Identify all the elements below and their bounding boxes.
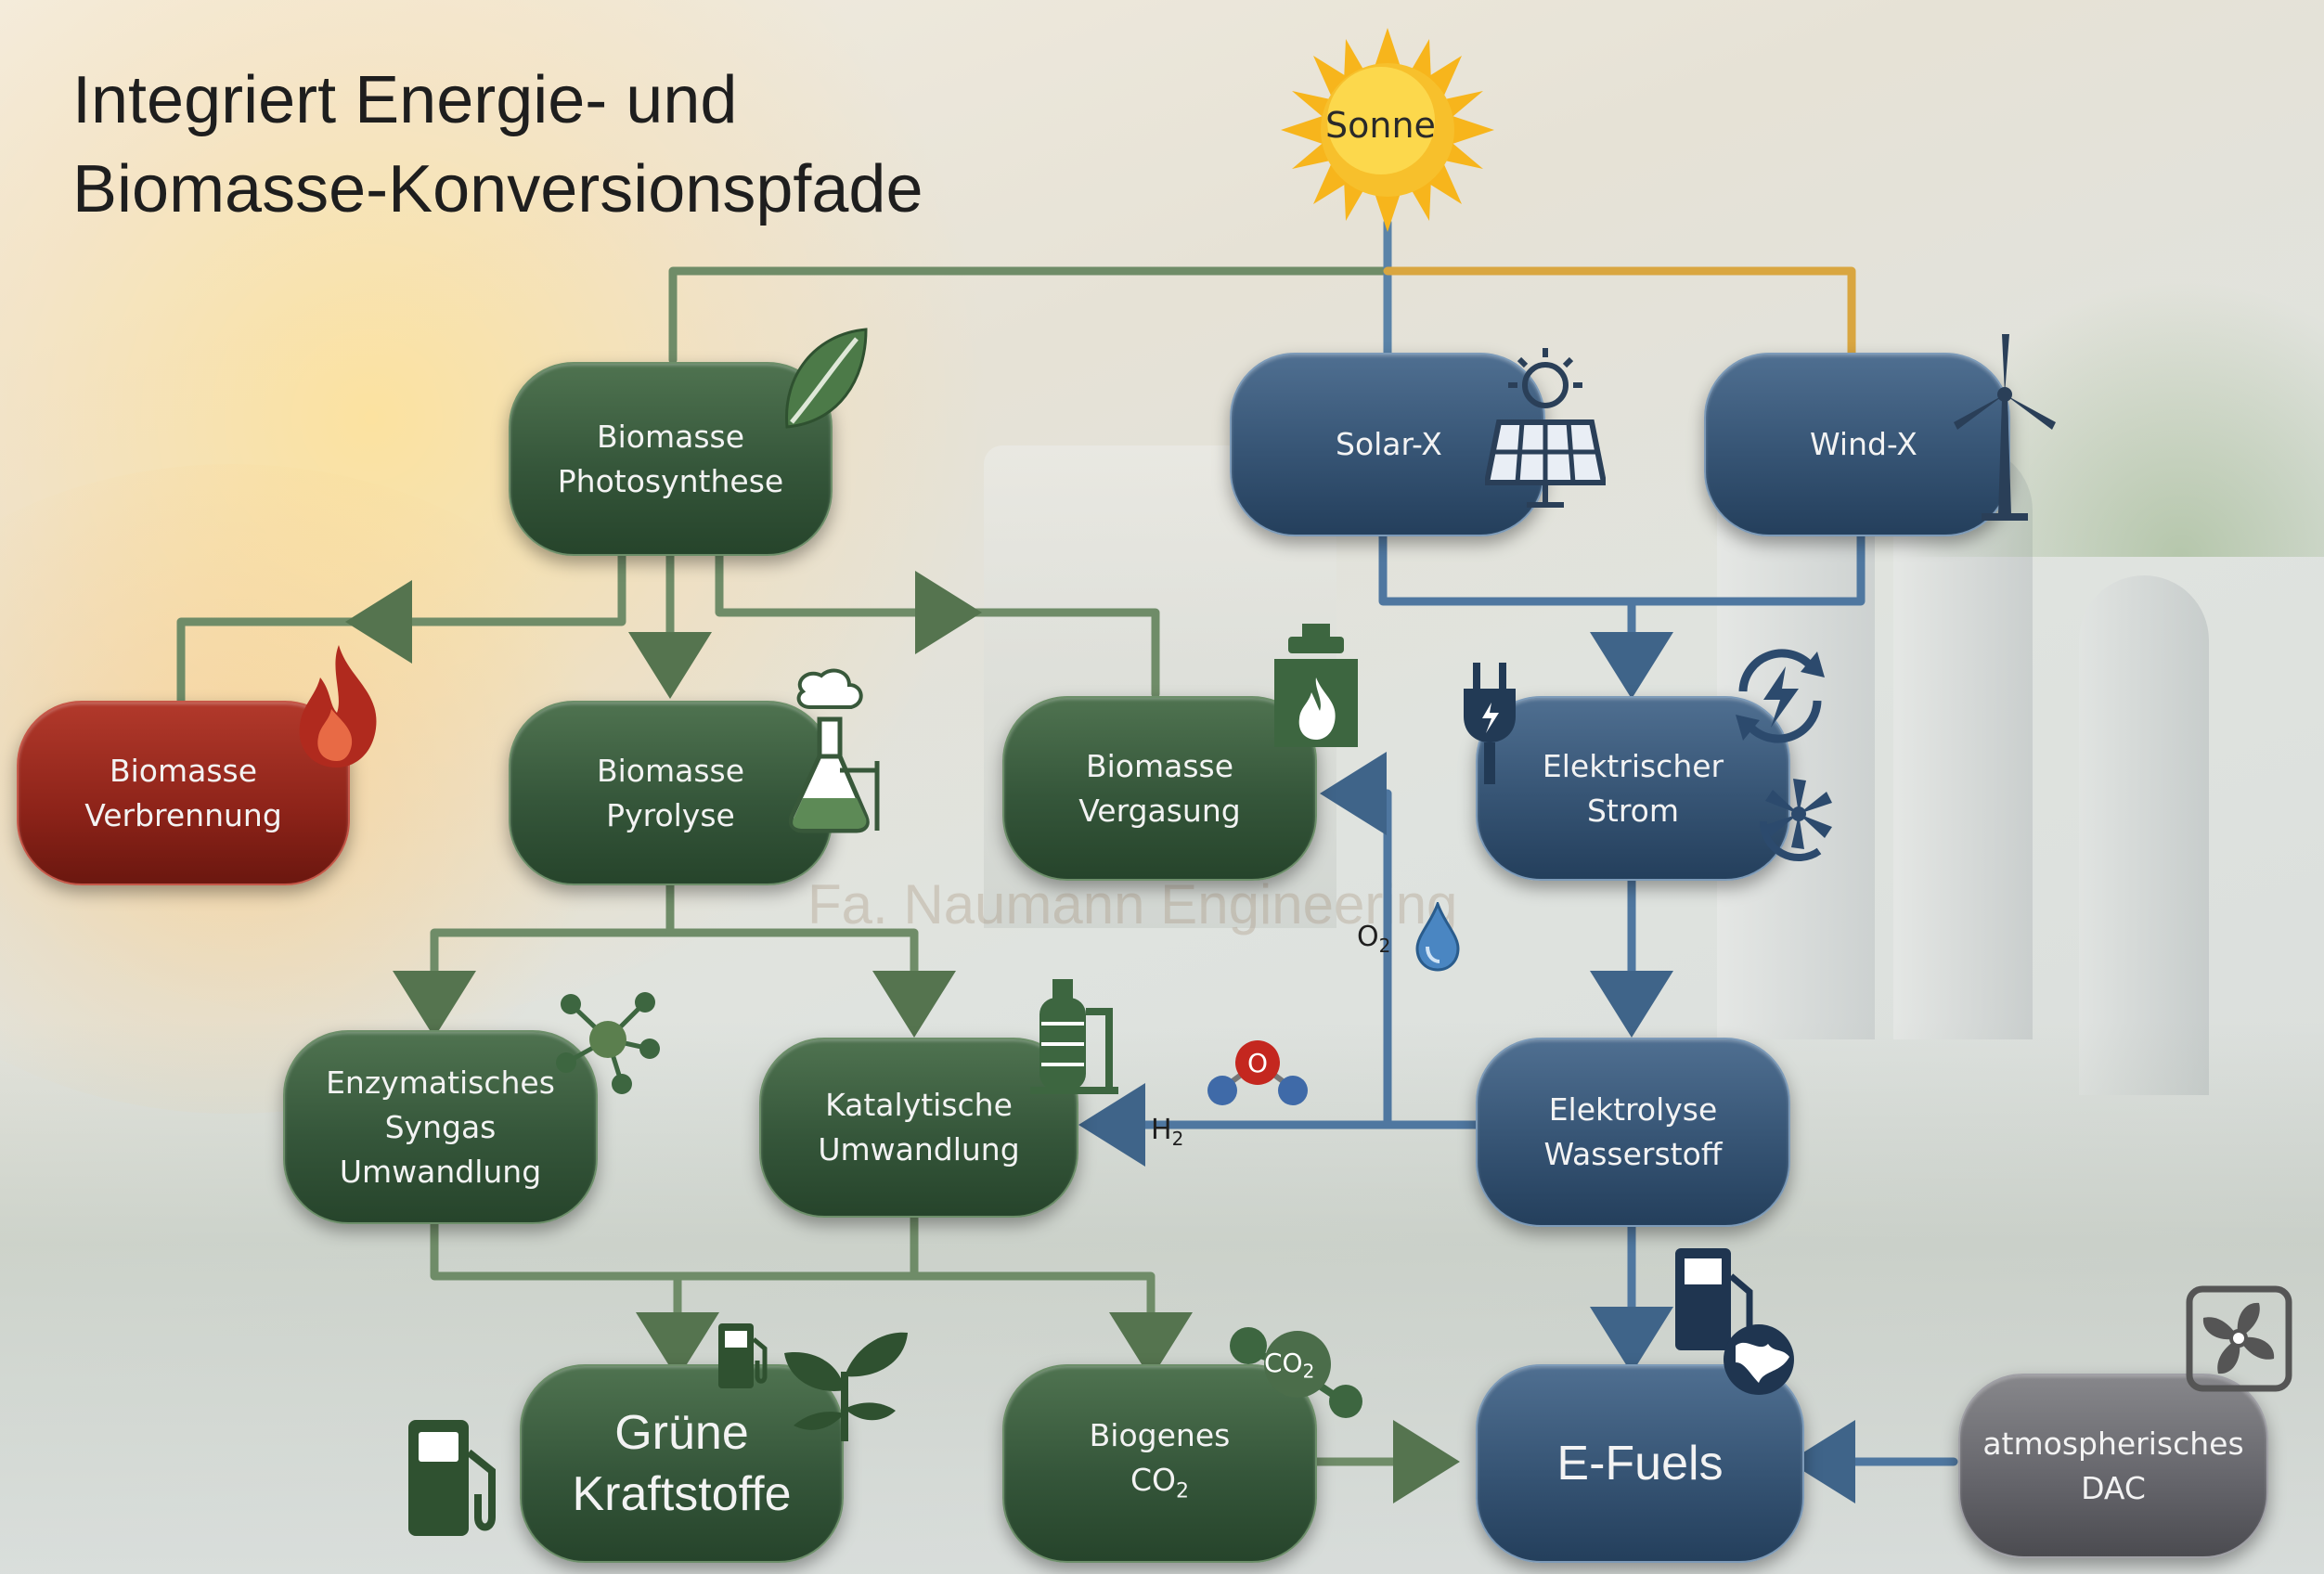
node-gruene-kraftstoffe[interactable]: Grüne Kraftstoffe: [520, 1364, 844, 1563]
line-pyrolyse-to-katalyt: [665, 928, 956, 1038]
sun-icon: [1262, 28, 1513, 232]
water-drop-icon: [1414, 899, 1461, 975]
node-elektrolyse-wasserstoff[interactable]: Elektrolyse Wasserstoff: [1476, 1038, 1790, 1227]
wind-turbine-icon: [1944, 329, 2065, 528]
fuel-pump-large-icon: [404, 1415, 506, 1544]
watermark: Fa. Naumann Engineering: [807, 873, 1458, 935]
node-biomasse-verbrennung[interactable]: Biomasse Verbrennung: [17, 701, 350, 885]
line-pyrolyse-to-enzym: [393, 877, 675, 1038]
biogen-line2: CO2: [1130, 1461, 1190, 1503]
flask-icon: [784, 668, 886, 839]
node-elektrischer-strom[interactable]: Elektrischer Strom: [1476, 696, 1790, 881]
node-atmospherisches-dac[interactable]: atmospherisches DAC: [1958, 1374, 2268, 1558]
co2-molecule-icon: [1225, 1318, 1374, 1424]
label-h2: H2: [1151, 1114, 1184, 1150]
node-biomasse-pyrolyse[interactable]: Biomasse Pyrolyse: [509, 701, 833, 885]
line-sun-to-photosynthese: [668, 266, 1392, 365]
node-enzymatisches-syngas[interactable]: Enzymatisches Syngas Umwandlung: [283, 1030, 598, 1224]
molecule-network-icon: [552, 984, 664, 1099]
node-biomasse-vergasung[interactable]: Biomasse Vergasung: [1002, 696, 1317, 881]
water-molecule-letter: O: [1247, 1048, 1268, 1078]
reactor-icon: [1021, 970, 1123, 1099]
sun-label: Sonne: [1325, 105, 1436, 146]
lightning-cycle-icon: [1724, 640, 1836, 755]
leaf-icon: [778, 325, 871, 440]
solar-panel-icon: [1483, 343, 1607, 514]
fan-icon: [2186, 1285, 2292, 1396]
node-wind-x[interactable]: Wind-X: [1704, 353, 2010, 536]
line-katalyt-to-biogen: [910, 1209, 1193, 1379]
plug-icon: [1462, 661, 1517, 794]
fuel-pump-globe-icon: [1671, 1244, 1810, 1405]
biogen-co2-sub: 2: [1176, 1479, 1190, 1503]
node-biomasse-photosynthese[interactable]: Biomasse Photosynthese: [509, 362, 833, 556]
line-sun-to-wind: [1383, 266, 1856, 359]
fuel-pump-icon: [717, 1316, 772, 1394]
node-katalytische-umwandlung[interactable]: Katalytische Umwandlung: [759, 1038, 1078, 1218]
node-e-fuels[interactable]: E-Fuels: [1476, 1364, 1804, 1563]
flame-icon: [292, 640, 385, 774]
turbine-icon: [1745, 766, 1847, 871]
page-title: Integriert Energie- und Biomasse-Konvers…: [72, 56, 923, 234]
line-enzym-to-gruene: [430, 1216, 719, 1379]
sprout-icon: [780, 1316, 910, 1450]
node-biogenes-co2[interactable]: Biogenes CO2: [1002, 1364, 1317, 1563]
label-o2: O2: [1357, 921, 1391, 957]
line-photosynthese-to-verbrennung: [176, 548, 626, 705]
water-molecule-icon: O: [1202, 1035, 1313, 1113]
title-line-1: Integriert Energie- und: [72, 63, 738, 137]
co2-badge-label: CO2: [1264, 1348, 1315, 1383]
line-o2-to-vergasung: [1320, 752, 1392, 1129]
biogen-line1: Biogenes: [1089, 1416, 1231, 1453]
line-solar-wind-to-strom: [1378, 532, 1866, 606]
gasifier-icon: [1270, 622, 1362, 755]
title-line-2: Biomasse-Konversionspfade: [72, 152, 923, 226]
